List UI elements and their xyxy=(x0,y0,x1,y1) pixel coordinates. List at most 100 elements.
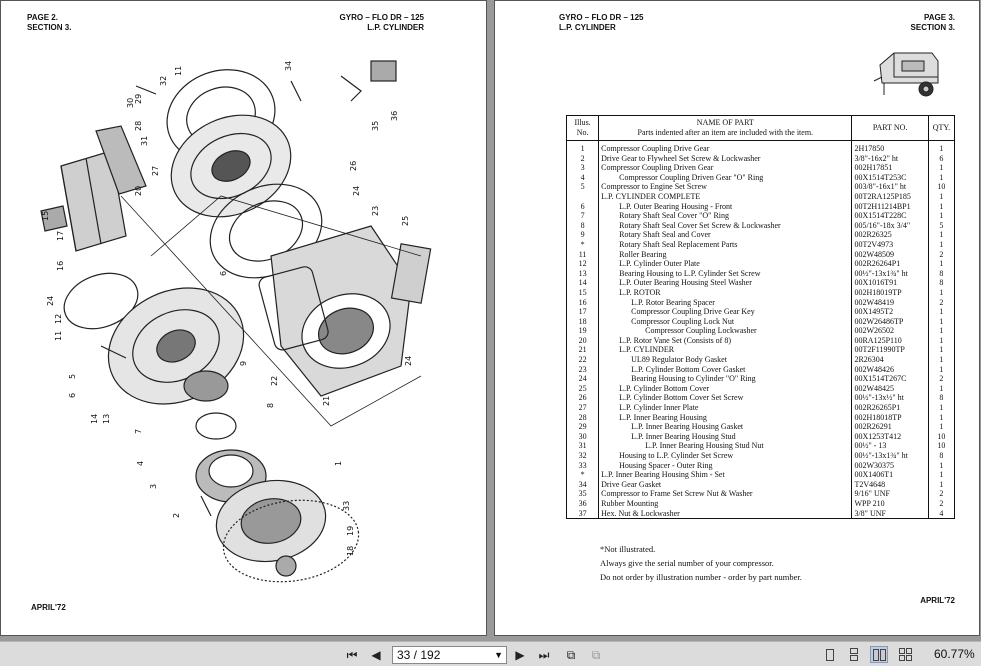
part-name-cell: Housing Spacer - Outer Ring xyxy=(598,460,853,471)
qty-cell: 1 xyxy=(927,345,956,356)
callout-35: 34 xyxy=(284,61,293,71)
left-page-header-left: PAGE 2. SECTION 3. xyxy=(27,13,71,33)
illus-no-cell xyxy=(565,191,600,202)
illus-no-cell: 19 xyxy=(565,326,600,336)
part-number-cell: 00T2V4973 xyxy=(851,239,929,250)
part-name-cell: Drive Gear to Flywheel Set Screw & Lockw… xyxy=(598,153,853,164)
illus-no-cell: 5 xyxy=(565,182,600,192)
page-select[interactable]: 33 / 192 ▼ xyxy=(392,646,507,664)
part-name-cell: L.P. CYLINDER COMPLETE xyxy=(598,191,853,202)
illus-no-cell: 3 xyxy=(565,163,600,173)
two-page-continuous-icon[interactable] xyxy=(896,646,914,663)
qty-cell: 8 xyxy=(927,278,956,288)
part-number-cell: 00T2F11990TP xyxy=(851,345,929,356)
part-number-cell: 002H18019TP xyxy=(851,287,929,298)
qty-cell: 1 xyxy=(927,163,956,173)
qty-cell: 8 xyxy=(927,393,956,404)
left-page-header-right: GYRO – FLO DR – 125 L.P. CYLINDER xyxy=(340,13,424,33)
part-name-cell: L.P. Inner Bearing Housing Stud Nut xyxy=(598,441,853,451)
qty-cell: 2 xyxy=(927,489,956,499)
part-number-cell: 00½"-13x1¾" ht xyxy=(851,268,929,279)
qty-cell: 4 xyxy=(927,508,956,520)
qty-cell: 1 xyxy=(927,230,956,240)
qty-cell: 1 xyxy=(927,287,956,298)
part-name-cell: Compressor Coupling Lockwasher xyxy=(598,326,853,336)
part-number-cell: 002H18018TP xyxy=(851,412,929,423)
fit-page-icon[interactable]: ⧉ xyxy=(591,648,601,662)
illus-no-cell: 24 xyxy=(565,374,600,384)
right-page-header-right: PAGE 3. SECTION 3. xyxy=(911,13,955,33)
last-page-icon[interactable]: ⏭ xyxy=(538,648,550,662)
section-label-right: SECTION 3. xyxy=(910,23,955,32)
part-number-cell: 9/16" UNF xyxy=(851,489,929,499)
illus-no-cell: 15 xyxy=(565,287,600,298)
illus-no-cell: 26 xyxy=(565,393,600,404)
qty-cell: 1 xyxy=(927,140,956,154)
callout-34: 33 xyxy=(342,501,351,511)
two-page-active-icon[interactable] xyxy=(870,646,888,663)
prev-page-icon[interactable]: ◀ xyxy=(371,648,381,662)
part-number-cell: 002R26265P1 xyxy=(851,403,929,413)
single-page-icon[interactable] xyxy=(820,646,838,663)
model-title: GYRO – FLO DR – 125 xyxy=(339,13,424,22)
next-page-icon[interactable]: ▶ xyxy=(515,648,525,662)
part-name-cell: L.P. Cylinder Outer Plate xyxy=(598,259,853,269)
part-name-cell: L.P. Rotor Bearing Spacer xyxy=(598,297,853,308)
assembly-title-right: L.P. CYLINDER xyxy=(559,23,616,32)
viewer-toolbar: ⏮ ◀ 33 / 192 ▼ ▶ ⏭ ⧉ ⧉ 60.77% xyxy=(0,641,981,666)
part-name-cell: UL89 Regulator Body Gasket xyxy=(598,355,853,365)
part-number-cell: 00½" - 13 xyxy=(851,441,929,451)
zoom-level[interactable]: 60.77% xyxy=(934,647,975,661)
callout-17: 17 xyxy=(56,231,65,241)
callout-28: 27 xyxy=(151,166,160,176)
exploded-view-svg: 11 32 29 30 28 31 27 20 34 35 36 26 24 2… xyxy=(40,60,432,583)
illus-no-cell: 21 xyxy=(565,345,600,356)
callout-12: 12 xyxy=(54,314,63,324)
qty-cell: 1 xyxy=(927,335,956,346)
fit-width-icon[interactable]: ⧉ xyxy=(566,648,576,662)
page-indicator: 33 / 192 xyxy=(397,648,441,662)
qty-cell: 1 xyxy=(927,201,956,212)
illus-no-cell: 27 xyxy=(565,403,600,413)
assembly-title: L.P. CYLINDER xyxy=(367,23,424,32)
part-name-cell: Compressor Coupling Drive Gear xyxy=(598,140,853,154)
part-name-cell: Bearing Housing to Cylinder "O" Ring xyxy=(598,374,853,384)
illus-no-cell: 35 xyxy=(565,489,600,499)
part-number-cell: 002W48509 xyxy=(851,249,929,260)
document-viewer: PAGE 2. SECTION 3. GYRO – FLO DR – 125 L… xyxy=(0,0,981,641)
chevron-down-icon[interactable]: ▼ xyxy=(494,650,503,660)
part-name-cell: Hex. Nut & Lockwasher xyxy=(598,508,853,520)
left-page-footer: APRIL'72 xyxy=(31,603,66,612)
callout-11: 11 xyxy=(174,66,183,76)
callout-6: 6 xyxy=(68,393,77,398)
qty-cell: 6 xyxy=(927,153,956,164)
qty-cell: 2 xyxy=(927,374,956,384)
first-page-icon[interactable]: ⏮ xyxy=(346,648,358,662)
illus-no-cell: 4 xyxy=(565,172,600,183)
callout-22: 22 xyxy=(270,376,279,386)
model-title-right: GYRO – FLO DR – 125 xyxy=(559,13,644,22)
illus-no-cell: 14 xyxy=(565,278,600,288)
part-name-cell: L.P. ROTOR xyxy=(598,287,853,298)
qty-cell: 1 xyxy=(927,422,956,432)
part-name-cell: Compressor to Engine Set Screw xyxy=(598,182,853,192)
continuous-icon[interactable] xyxy=(844,646,862,663)
qty-cell: 5 xyxy=(927,220,956,231)
part-number-cell: 002W30375 xyxy=(851,460,929,471)
qty-cell: 1 xyxy=(927,316,956,327)
left-page: PAGE 2. SECTION 3. GYRO – FLO DR – 125 L… xyxy=(0,0,487,636)
illus-no-cell: 8 xyxy=(565,220,600,231)
part-name-cell: L.P. Cylinder Bottom Cover Gasket xyxy=(598,364,853,375)
illus-no-cell: 20 xyxy=(565,335,600,346)
